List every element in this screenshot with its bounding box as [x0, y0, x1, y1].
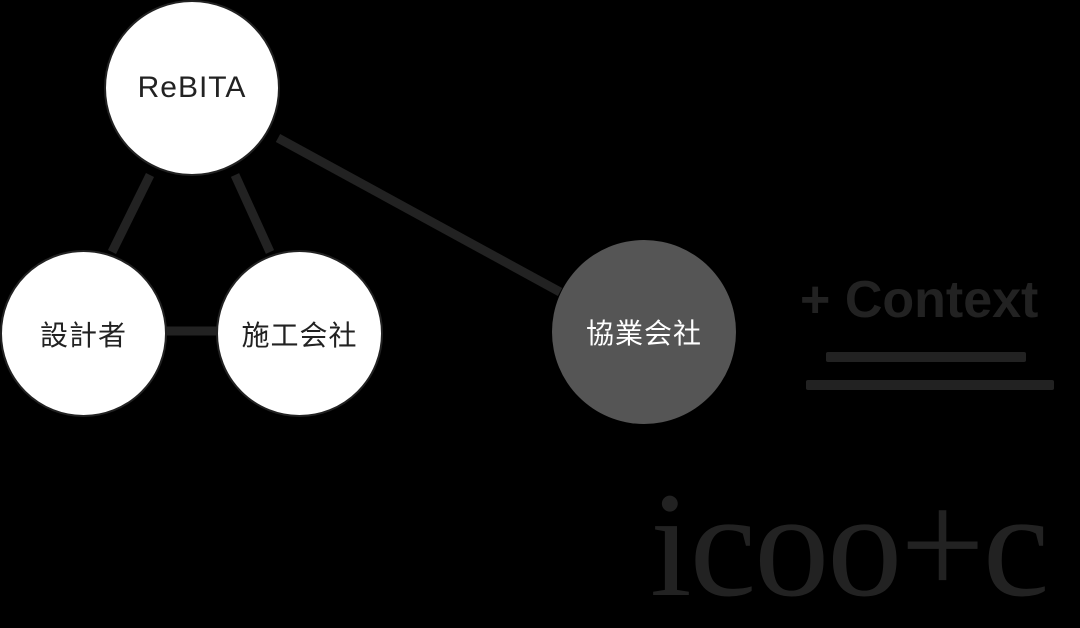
node-rebita: ReBITA	[104, 0, 280, 176]
edge-rebita-partner	[275, 134, 563, 296]
edge-rebita-designer	[107, 173, 155, 254]
context-subtitle-line-1	[826, 352, 1026, 362]
node-label: 協業会社	[585, 317, 702, 350]
icoo-c-logo: icoo+c	[650, 462, 1049, 628]
context-title: + Context	[800, 271, 1039, 329]
node-label: 施工会社	[241, 318, 358, 352]
node-designer: 設計者	[0, 250, 167, 417]
edge-rebita-contractor	[230, 173, 275, 254]
node-label: 設計者	[39, 318, 127, 352]
context-subtitle-line-2	[806, 380, 1054, 390]
connector-lines	[107, 134, 563, 336]
node-contractor: 施工会社	[216, 250, 383, 417]
node-label: ReBITA	[137, 71, 247, 104]
node-partner: 協業会社	[552, 240, 736, 424]
